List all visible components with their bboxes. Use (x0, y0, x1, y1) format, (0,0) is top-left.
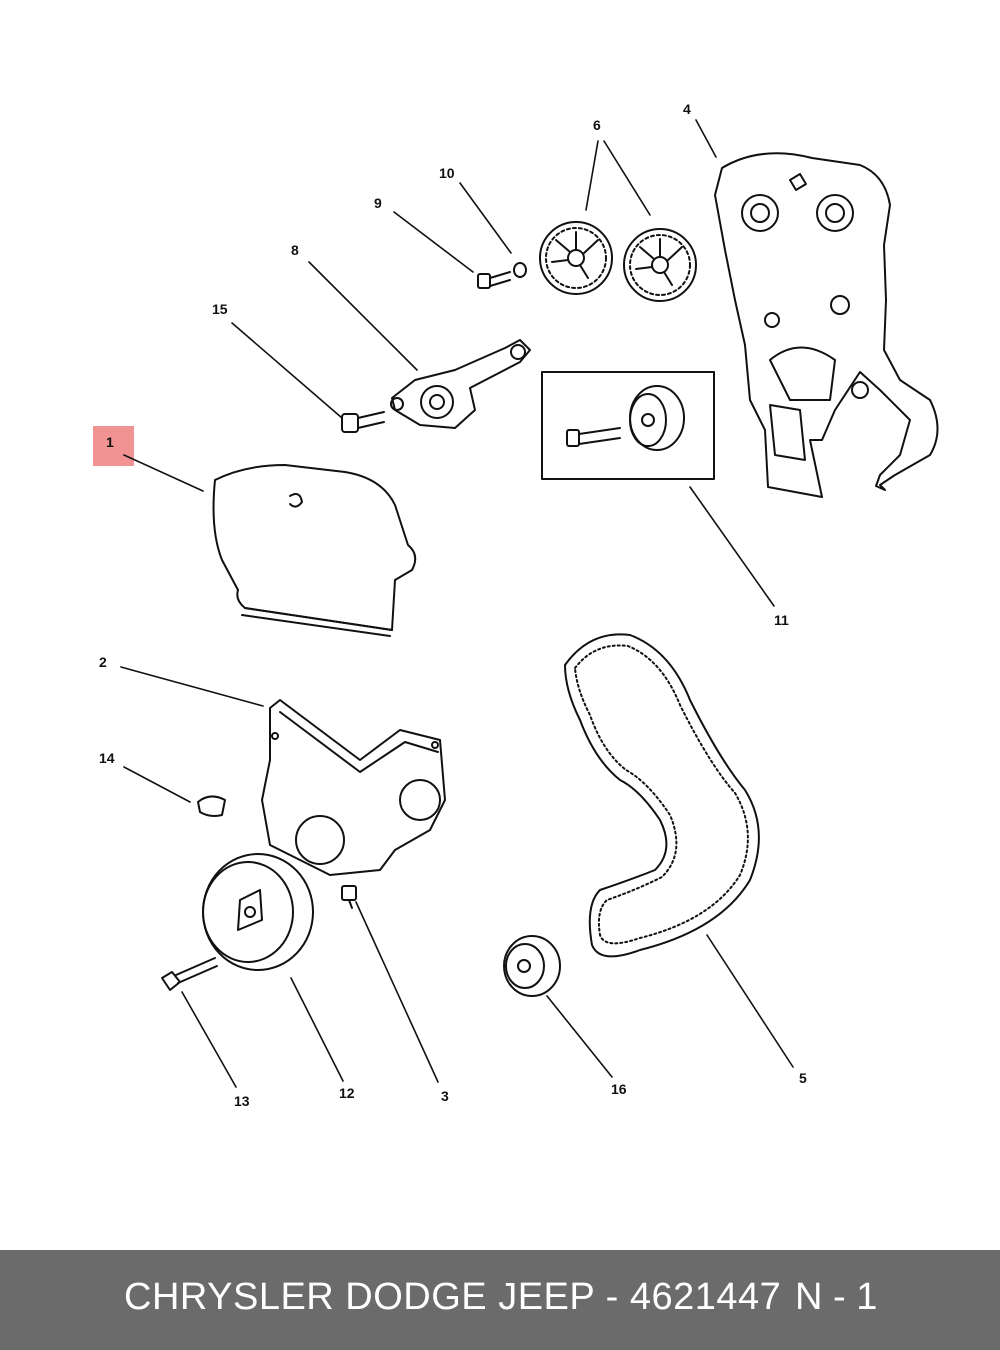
part-8-tensioner (390, 339, 531, 429)
page-indicator: N - 1 (795, 1276, 878, 1318)
footer-bar: CHRYSLER DODGE JEEP - 4621447 N - 1 (0, 1250, 1000, 1350)
part-number-title: CHRYSLER DODGE JEEP - 4621447 (124, 1276, 782, 1318)
part-12-crank-pulley (202, 853, 314, 971)
callout-3: 3 (441, 1088, 449, 1104)
part-10-washer (513, 262, 527, 278)
callout-2: 2 (99, 654, 107, 670)
callout-labels: 1 2 3 4 5 6 8 9 10 11 12 13 14 15 16 (99, 101, 807, 1109)
part-14-key (197, 795, 226, 817)
part-9-bolt (477, 271, 511, 289)
part-4-backplate (714, 152, 939, 498)
callout-9: 9 (374, 195, 382, 211)
callout-12: 12 (339, 1085, 355, 1101)
callout-11: 11 (774, 612, 789, 628)
callout-1: 1 (106, 434, 114, 450)
part-11-idler-inset (541, 371, 715, 480)
part-13-crank-bolt (161, 957, 218, 991)
callout-13: 13 (234, 1093, 250, 1109)
callout-8: 8 (291, 242, 299, 258)
part-5-timing-belt (564, 633, 760, 958)
timing-belt-exploded-diagram: 1 2 3 4 5 6 8 9 10 11 12 13 14 15 16 (99, 101, 939, 1109)
part-15-bolt (341, 411, 385, 433)
part-1-timing-cover (212, 464, 417, 637)
callout-4: 4 (683, 101, 691, 117)
part-2-inner-cover (261, 699, 446, 876)
part-6-cam-sprockets (539, 221, 697, 302)
highlight-marker (93, 426, 134, 466)
leader-lines (120, 119, 794, 1088)
callout-16: 16 (611, 1081, 627, 1097)
callout-14: 14 (99, 750, 115, 766)
callout-6: 6 (593, 117, 601, 133)
part-16-crank-sprocket (503, 935, 561, 997)
callout-15: 15 (212, 301, 228, 317)
part-3-bolt (341, 885, 357, 909)
callout-10: 10 (439, 165, 455, 181)
callout-5: 5 (799, 1070, 807, 1086)
